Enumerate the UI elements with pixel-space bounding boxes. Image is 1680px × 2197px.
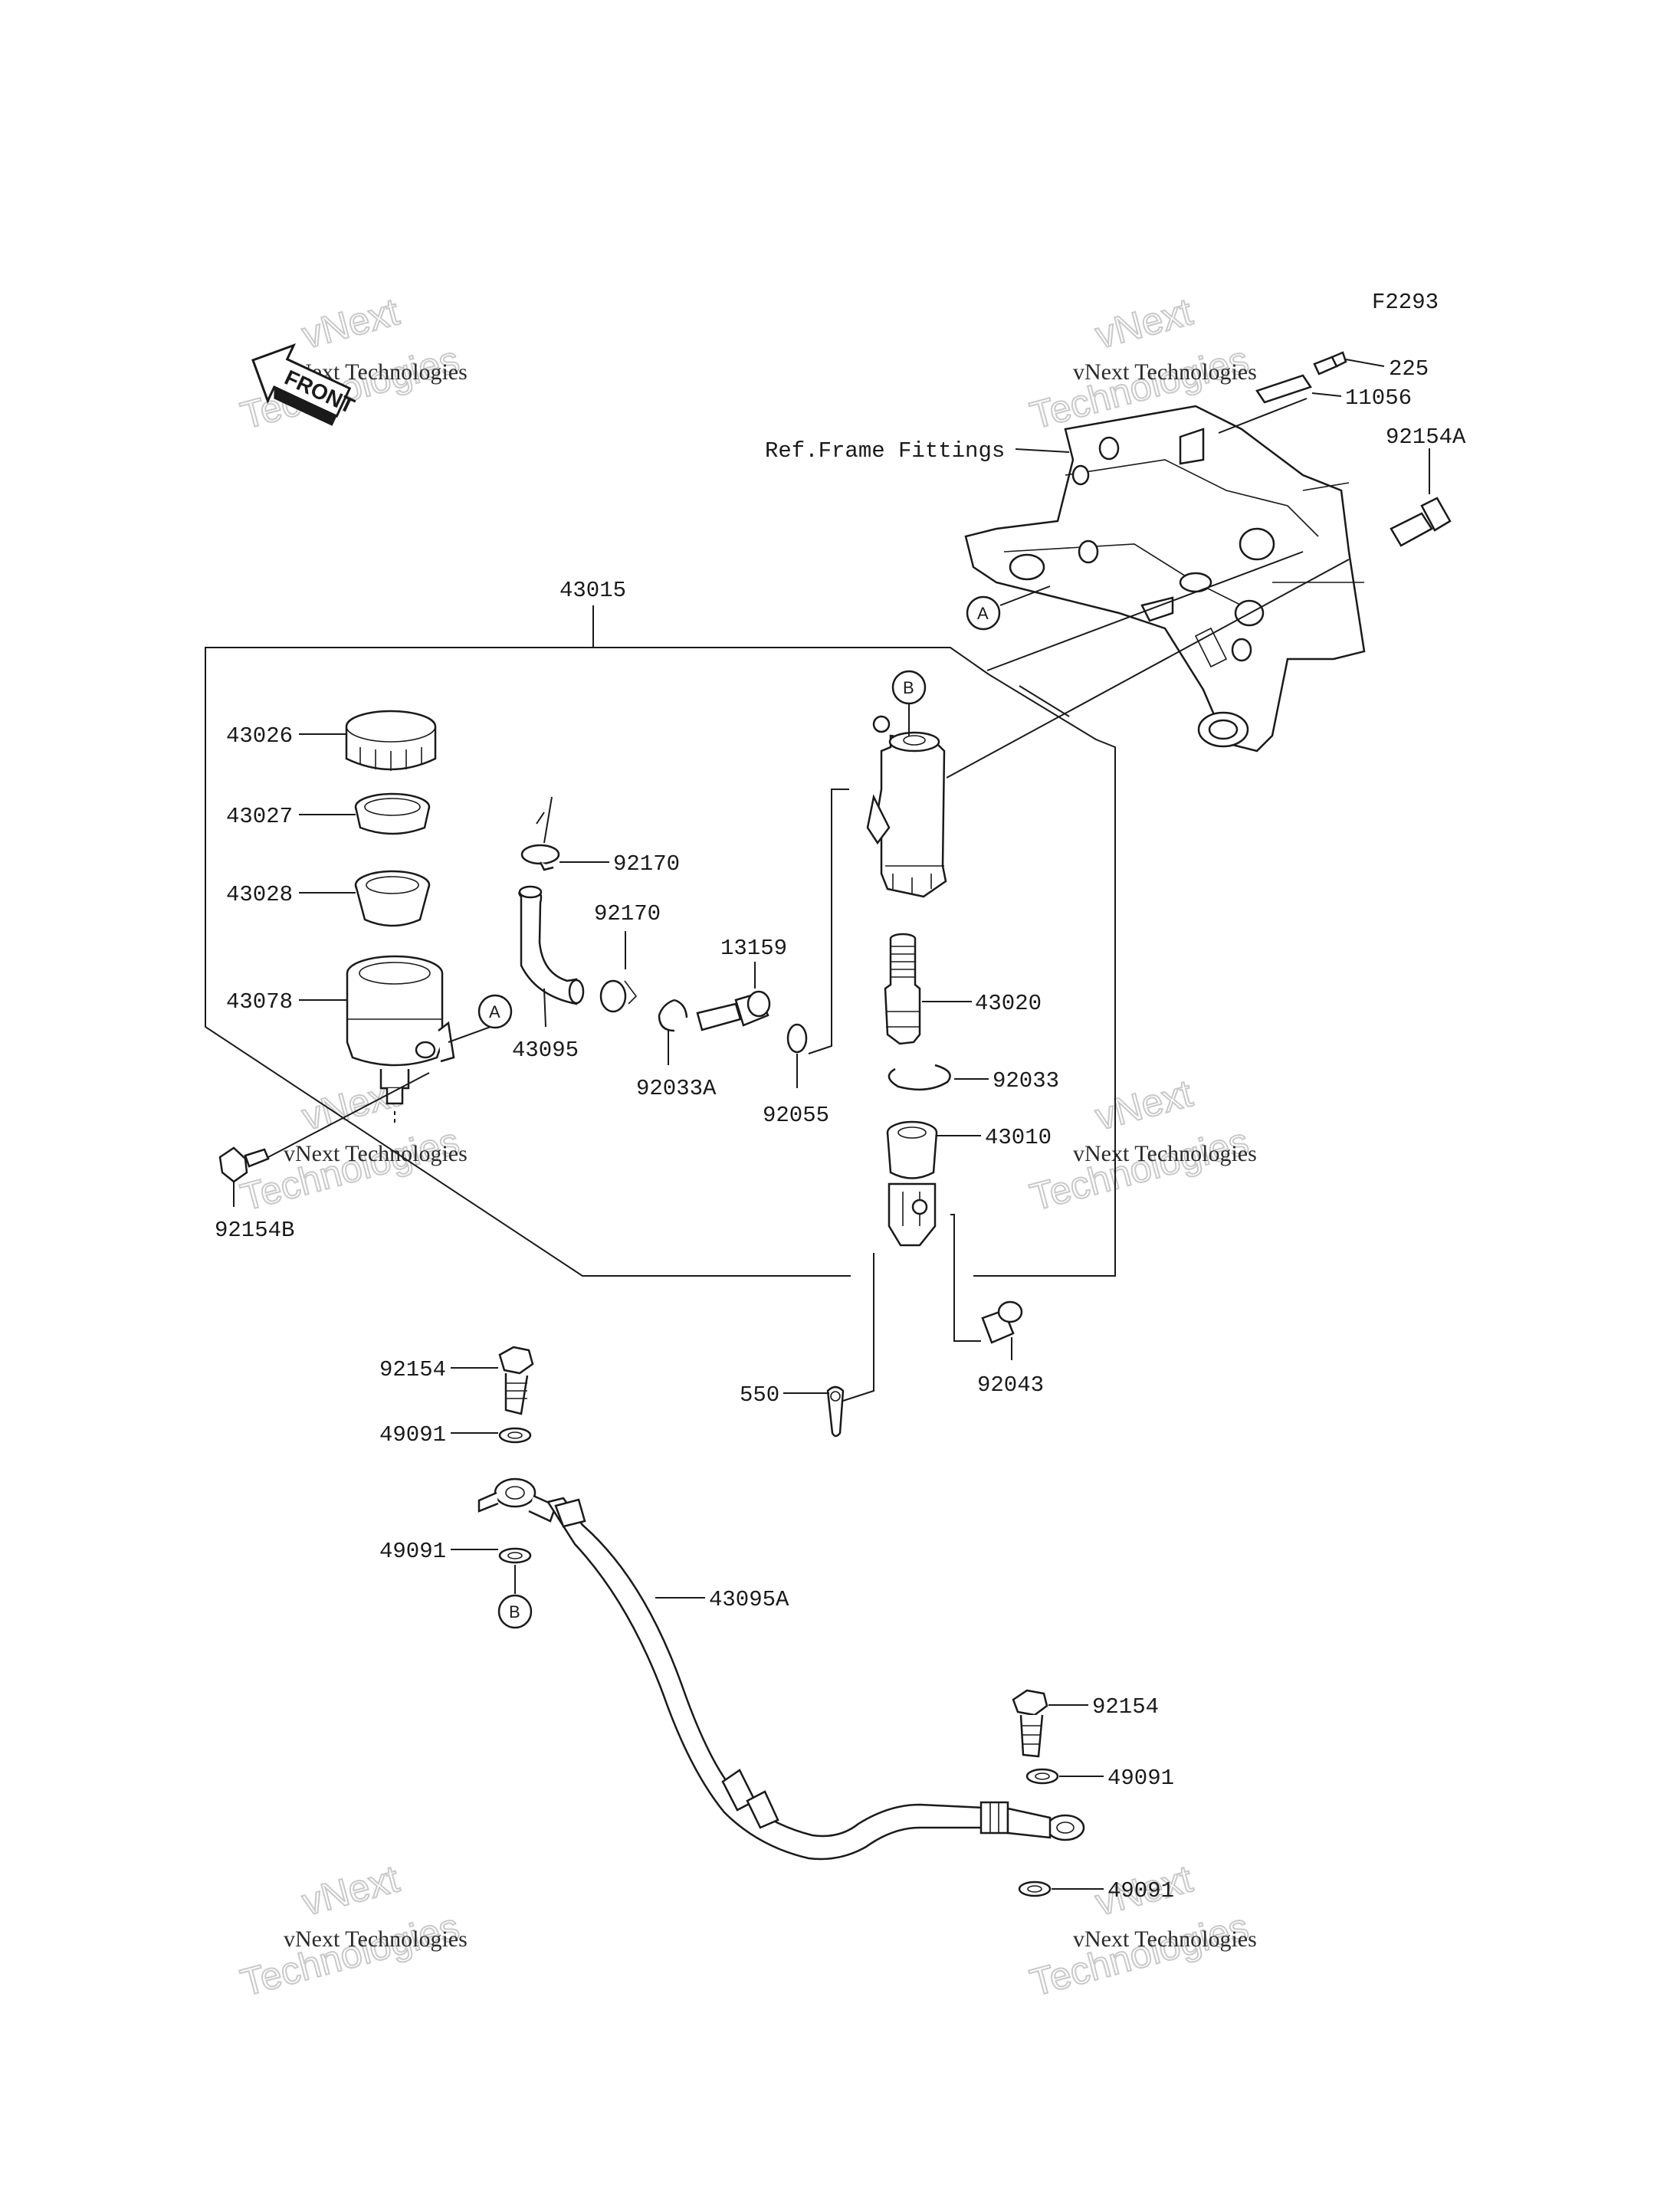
piston-43020 (884, 933, 921, 1045)
reservoir-43078 (346, 955, 455, 1105)
watermark-mid-right: vNext Technologies vNext Technologies (1025, 1071, 1257, 1219)
reservoir-hose-43095 (518, 885, 585, 1005)
o-ring-92055 (786, 1023, 808, 1054)
boot-43010 (886, 1120, 938, 1179)
label-550: 550 (740, 1382, 779, 1408)
svg-text:vNext Technologies: vNext Technologies (1073, 1141, 1257, 1166)
label-92170-second: 92170 (594, 901, 661, 926)
frame-bracket (964, 405, 1366, 753)
washer-49091-upper (498, 1427, 532, 1444)
diagram-code: F2293 (1372, 290, 1439, 315)
svg-text:Technologies: Technologies (236, 1905, 463, 2005)
label-92154B: 92154B (215, 1218, 294, 1243)
svg-text:vNext: vNext (1091, 290, 1196, 356)
watermark-mid-left: vNext Technologies vNext Technologies (235, 1071, 468, 1219)
banjo-fitting-upper (477, 1477, 557, 1523)
label-43078: 43078 (226, 989, 293, 1015)
callout-a-frame-text: A (977, 604, 989, 623)
hose-clamp-92170-second (599, 979, 638, 1013)
svg-text:Technologies: Technologies (1025, 1905, 1252, 2005)
svg-text:vNext: vNext (297, 290, 403, 356)
front-arrow-icon: FRONT (251, 343, 358, 426)
reservoir-cap-43026 (345, 710, 437, 771)
pin-92043 (981, 1300, 1023, 1344)
svg-text:vNext Technologies: vNext Technologies (1073, 359, 1257, 385)
label-49091-upper: 49091 (379, 1422, 446, 1448)
bolt-92154B (218, 1146, 270, 1183)
label-13159: 13159 (720, 936, 787, 961)
washer-49091-second (498, 1547, 532, 1564)
label-92043: 92043 (977, 1372, 1044, 1398)
label-92154-lower: 92154 (1092, 1694, 1159, 1720)
circlip-92033 (888, 1064, 951, 1091)
label-43010: 43010 (985, 1125, 1052, 1150)
callout-b-hose-text: B (509, 1602, 520, 1622)
callout-b-hose (497, 1594, 533, 1629)
label-11056: 11056 (1345, 385, 1412, 411)
label-92170-top: 92170 (613, 851, 680, 877)
label-43095A: 43095A (709, 1587, 789, 1612)
label-92055: 92055 (763, 1103, 829, 1128)
diaphragm-plate-43027 (354, 792, 431, 835)
label-43027: 43027 (226, 804, 293, 829)
svg-text:vNext: vNext (297, 1857, 403, 1923)
screw-225 (1313, 351, 1347, 375)
circlip-92033A (658, 998, 688, 1032)
label-225: 225 (1389, 356, 1429, 382)
clevis (888, 1182, 937, 1247)
bolt-92154A (1390, 497, 1452, 547)
cotter-pin-550 (826, 1385, 845, 1438)
brake-hose-43095A (546, 1497, 1009, 1861)
label-49091-third: 49091 (1107, 1766, 1174, 1791)
svg-text:vNext Technologies: vNext Technologies (284, 1926, 468, 1952)
label-92154A: 92154A (1386, 425, 1466, 450)
label-92033: 92033 (993, 1068, 1059, 1094)
callout-b-master-text: B (903, 678, 914, 697)
callout-a-reservoir-text: A (489, 1002, 500, 1021)
label-92033A: 92033A (636, 1076, 717, 1101)
svg-text:Technologies: Technologies (236, 1120, 463, 1219)
svg-text:vNext: vNext (1091, 1071, 1196, 1138)
label-43028: 43028 (226, 882, 293, 907)
hose-clamp-92170-top (520, 844, 560, 871)
banjo-bolt-92154-lower (1012, 1689, 1048, 1758)
label-43020: 43020 (975, 991, 1042, 1016)
callout-a-reservoir (477, 994, 513, 1029)
label-92154-upper: 92154 (379, 1357, 446, 1382)
callout-a-frame (966, 595, 1001, 631)
svg-text:Technologies: Technologies (1025, 1120, 1252, 1219)
label-49091-second: 49091 (379, 1539, 446, 1564)
washer-49091-third (1025, 1768, 1059, 1785)
label-49091-fourth: 49091 (1107, 1878, 1174, 1904)
fitting-13159 (696, 990, 771, 1031)
washer-49091-fourth (1018, 1881, 1052, 1897)
clip-11056 (1255, 374, 1312, 404)
banjo-bolt-92154-upper (498, 1346, 534, 1415)
diaphragm-43028 (354, 870, 431, 927)
banjo-fitting-lower (1006, 1807, 1085, 1841)
svg-text:vNext Technologies: vNext Technologies (284, 1141, 468, 1166)
label-43095: 43095 (512, 1038, 579, 1063)
label-43015: 43015 (559, 578, 626, 603)
svg-text:vNext Technologies: vNext Technologies (1073, 1926, 1257, 1952)
ref-frame-fittings-label: Ref.Frame Fittings (765, 438, 1005, 464)
label-43026: 43026 (226, 723, 293, 749)
master-cylinder-body (866, 715, 947, 898)
watermark-bottom-left: vNext Technologies vNext Technologies (235, 1856, 468, 2005)
